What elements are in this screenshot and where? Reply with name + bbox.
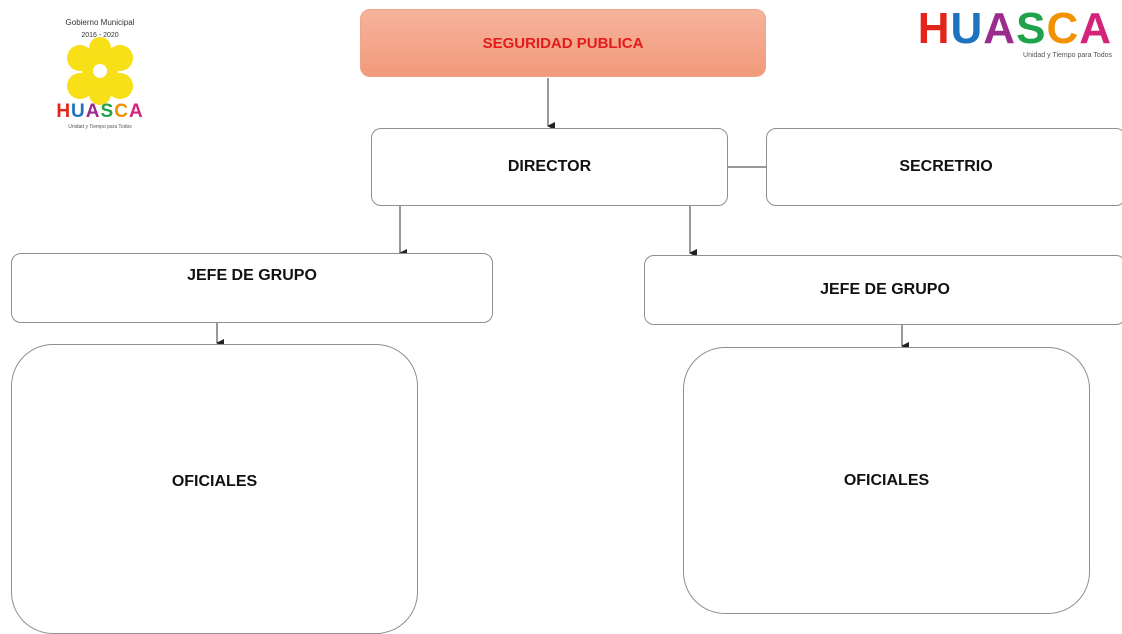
municipal-logo-left: Gobierno Municipal 2016 - 2020 HUASCA Un… bbox=[50, 18, 150, 136]
group-chief-left-label: JEFE DE GRUPO bbox=[187, 267, 317, 284]
officers-left-label: OFICIALES bbox=[171, 473, 258, 490]
huasca-logo-right: HUASCA Unidad y Tiempo para Todos bbox=[918, 6, 1116, 66]
logo-right-wordmark: HUASCA bbox=[917, 4, 1112, 53]
logo-left-tagline: Unidad y Tiempo para Todos bbox=[68, 124, 132, 130]
officers-left-node: OFICIALES bbox=[11, 344, 418, 634]
director-node: DIRECTOR bbox=[371, 128, 728, 206]
logo-years-text: 2016 - 2020 bbox=[81, 32, 119, 39]
director-label: DIRECTOR bbox=[507, 158, 592, 175]
group-chief-right-label: JEFE DE GRUPO bbox=[820, 281, 950, 298]
logo-right-tagline: Unidad y Tiempo para Todos bbox=[1023, 52, 1112, 59]
logo-left-wordmark: HUASCA bbox=[56, 101, 144, 122]
logo-government-text: Gobierno Municipal bbox=[65, 18, 135, 27]
group-chief-left-node: JEFE DE GRUPO bbox=[11, 253, 493, 323]
officers-right-label: OFICIALES bbox=[843, 472, 930, 489]
secretary-label: SECRETRIO bbox=[899, 158, 993, 175]
officers-right-node: OFICIALES bbox=[683, 347, 1090, 614]
public-security-header: SEGURIDAD PUBLICA bbox=[360, 9, 766, 77]
flower-emblem-icon bbox=[67, 37, 133, 105]
group-chief-right-node: JEFE DE GRUPO bbox=[644, 255, 1122, 325]
secretary-node: SECRETRIO bbox=[766, 128, 1122, 206]
